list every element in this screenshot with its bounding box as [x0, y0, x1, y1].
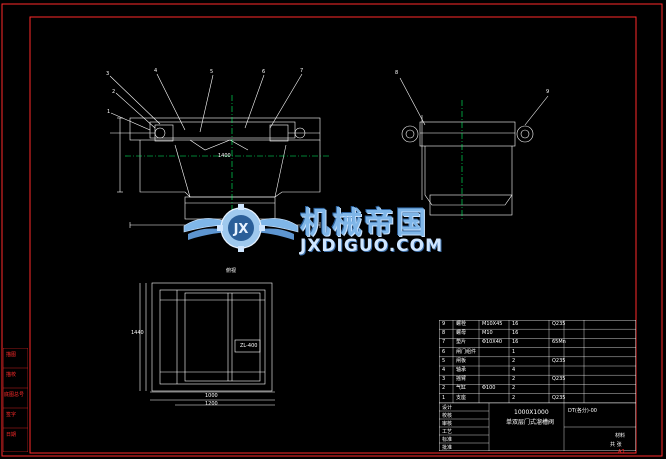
callout-8: 8	[395, 70, 399, 76]
bom-cell-name: 垫片	[456, 339, 467, 346]
bom-cell-name: 轴承	[456, 367, 467, 373]
stamp-label-2: 描校	[6, 372, 17, 378]
plan-dim-2: 1200	[205, 401, 218, 407]
title-line-1: 1000X1000	[514, 409, 549, 416]
callout-6: 6	[262, 69, 266, 75]
plan-dim-1: 1000	[205, 393, 218, 399]
bom-cell-qty: 16	[512, 330, 519, 337]
watermark: JX 机械帝国 JXDIGUO.COM	[182, 196, 482, 262]
gear-wings-logo-icon: JX	[183, 204, 299, 252]
bom-cell-name: 摇臂	[456, 376, 467, 383]
plan-view-title: 俯视	[226, 268, 237, 274]
bom-cell-no: 5	[442, 357, 446, 364]
bom-cell-no: 8	[442, 330, 446, 337]
front-view	[109, 73, 330, 228]
title-block	[439, 320, 636, 451]
bom-cell-name: 闸板	[456, 357, 467, 364]
bom-cell-qty: 2	[512, 376, 516, 383]
bom-cell-mat: 65Mn	[552, 339, 566, 346]
callout-4: 4	[154, 68, 158, 74]
bom-cell-qty: 2	[512, 357, 516, 364]
stamp-label-4: 签字	[6, 412, 17, 418]
bom-cell-spec: Φ10X40	[482, 339, 503, 346]
tb-label-check: 校核	[442, 413, 453, 419]
bom-cell-name: 螺母	[456, 330, 467, 337]
corner-mark: A3	[618, 449, 625, 455]
plan-view	[139, 282, 275, 406]
bom-cell-name: 气缸	[456, 385, 467, 392]
tb-label-approve: 批准	[442, 445, 453, 451]
plan-dim-3: 1440	[131, 330, 144, 336]
callout-9: 9	[546, 89, 550, 95]
drawing-code: DT(各分)-00	[568, 408, 597, 414]
bom-cell-qty: 16	[512, 321, 519, 327]
bom-cell-mat: Q235	[552, 321, 566, 327]
front-dimension: 1400	[218, 153, 231, 159]
bom-cell-no: 2	[442, 385, 446, 392]
bom-cell-qty: 1	[512, 348, 516, 355]
sheet-label: 共 张	[610, 442, 622, 448]
outer-border	[1, 3, 663, 457]
material-col: 材料	[615, 433, 626, 439]
stamp-label-3: 底图总号	[4, 392, 25, 398]
plan-label: ZL-400	[240, 343, 258, 349]
bom-cell-no: 1	[442, 394, 446, 401]
bom-cell-name: 螺栓	[456, 321, 467, 327]
bom-cell-mat: Q235	[552, 376, 566, 383]
tb-label-standard: 标准	[442, 437, 453, 443]
bom-cell-name: 闸门组件	[456, 348, 477, 355]
stamp-label-1: 描图	[6, 352, 17, 358]
left-stamp	[3, 348, 28, 452]
watermark-cn: 机械帝国	[300, 206, 428, 241]
tb-label-design: 设计	[442, 405, 453, 411]
bom-cell-no: 9	[442, 321, 446, 327]
title-line-2: 单双层门式溜槽阀	[506, 419, 555, 426]
bom-cell-no: 6	[442, 348, 446, 355]
callout-3: 3	[106, 71, 110, 77]
tb-label-process: 工艺	[442, 429, 453, 435]
watermark-en: JXDIGUO.COM	[300, 236, 444, 256]
bom-cell-qty: 2	[512, 394, 516, 401]
bom-cell-name: 支座	[456, 394, 467, 401]
callout-7: 7	[300, 68, 304, 74]
bom-cell-spec: Φ100	[482, 385, 496, 392]
callout-5: 5	[210, 69, 214, 75]
bom-cell-no: 3	[442, 376, 446, 383]
bom-cell-no: 7	[442, 339, 446, 346]
bom-cell-mat: Q235	[552, 357, 566, 364]
stamp-label-5: 日期	[6, 432, 17, 438]
bom-cell-qty: 16	[512, 339, 519, 346]
logo-text: JX	[233, 222, 249, 237]
bom-cell-qty: 4	[512, 367, 516, 373]
tb-label-review: 审核	[442, 421, 453, 427]
bom-cell-spec: M10	[482, 330, 493, 337]
bom-cell-mat: Q235	[552, 394, 566, 401]
callout-2: 2	[112, 89, 116, 95]
bom-cell-qty: 2	[512, 385, 516, 392]
side-view	[399, 77, 549, 220]
callout-1: 1	[107, 109, 111, 115]
bom-cell-no: 4	[442, 367, 446, 373]
inner-frame	[29, 16, 637, 454]
bom-cell-spec: M10X45	[482, 321, 503, 327]
